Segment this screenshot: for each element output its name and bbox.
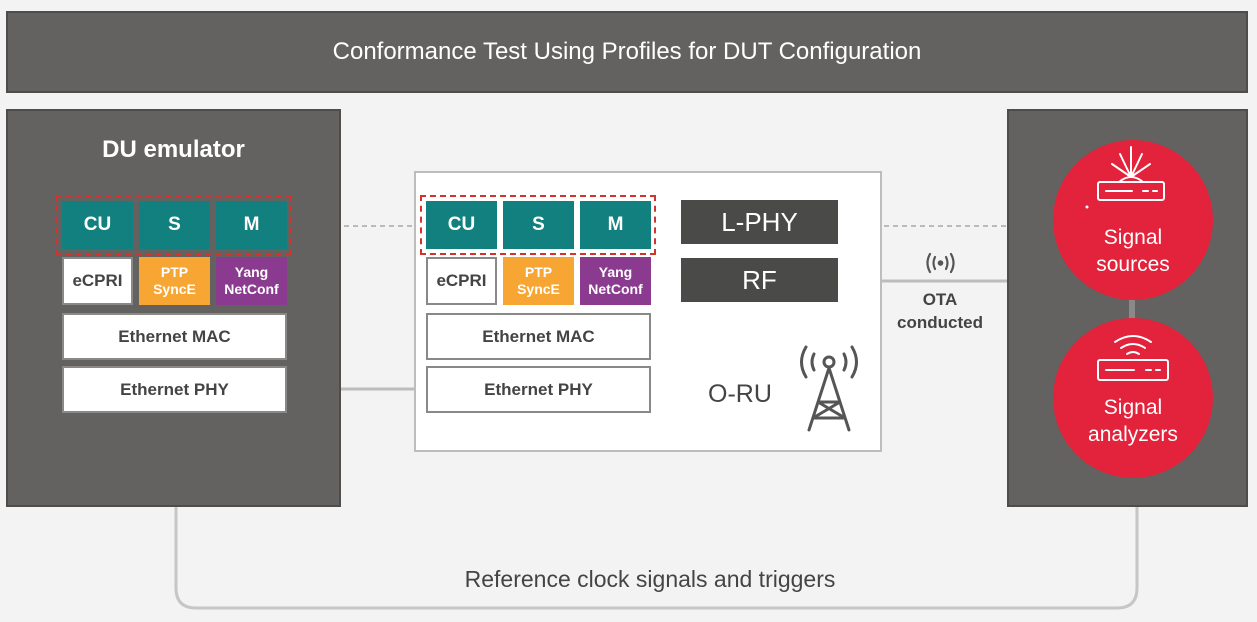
du-ethernet-mac-block: Ethernet MAC xyxy=(62,313,287,360)
oru-ptp-line1: PTP xyxy=(524,264,553,280)
oru-ethernet-phy-block: Ethernet PHY xyxy=(426,366,651,413)
du-yang-block: Yang NetConf xyxy=(216,257,287,305)
du-ethernet-phy-block: Ethernet PHY xyxy=(62,366,287,413)
signal-sources: Signal sources xyxy=(1053,140,1213,300)
ota-label-line1: OTA xyxy=(922,290,958,309)
oru-yang-block: Yang NetConf xyxy=(580,257,651,305)
oru-plane-group xyxy=(420,195,656,255)
du-ptp-line2: SyncE xyxy=(153,281,196,297)
oru-yang-line1: Yang xyxy=(598,264,633,280)
rf-block: RF xyxy=(681,258,838,302)
signal-analyzers-line1: Signal xyxy=(1103,396,1163,419)
oru-label: O-RU xyxy=(708,380,772,408)
oru-ptp-line2: SyncE xyxy=(517,281,560,297)
lphy-block: L-PHY xyxy=(681,200,838,244)
ota-label-line2: conducted xyxy=(897,313,983,332)
signal-analyzers-line2: analyzers xyxy=(1088,423,1178,446)
du-ecpri-block: eCPRI xyxy=(62,257,133,305)
du-cu-block: CU xyxy=(62,201,133,249)
oru-ptp-block: PTP SyncE xyxy=(503,257,574,305)
du-s-block: S xyxy=(139,201,210,249)
du-plane-group xyxy=(56,195,292,255)
oru-ethernet-mac-block: Ethernet MAC xyxy=(426,313,651,360)
signal-analyzers: Signal analyzers xyxy=(1053,318,1213,478)
du-m-block: M xyxy=(216,201,287,249)
signal-sources-line1: Signal xyxy=(1103,226,1163,249)
oru-m-block: M xyxy=(580,201,651,249)
page-title: Conformance Test Using Profiles for DUT … xyxy=(6,11,1248,93)
du-ptp-line1: PTP xyxy=(160,264,189,280)
du-yang-line2: NetConf xyxy=(224,281,279,297)
oru-ecpri-block: eCPRI xyxy=(426,257,497,305)
du-emulator-panel xyxy=(6,109,341,507)
oru-yang-line2: NetConf xyxy=(588,281,643,297)
oru-cu-block: CU xyxy=(426,201,497,249)
instrument-link xyxy=(1129,290,1135,338)
oru-s-block: S xyxy=(503,201,574,249)
du-yang-line1: Yang xyxy=(234,264,269,280)
du-ptp-block: PTP SyncE xyxy=(139,257,210,305)
du-emulator-title: DU emulator xyxy=(102,136,245,163)
signal-sources-line2: sources xyxy=(1096,253,1170,276)
reference-clock-label: Reference clock signals and triggers xyxy=(464,566,836,592)
